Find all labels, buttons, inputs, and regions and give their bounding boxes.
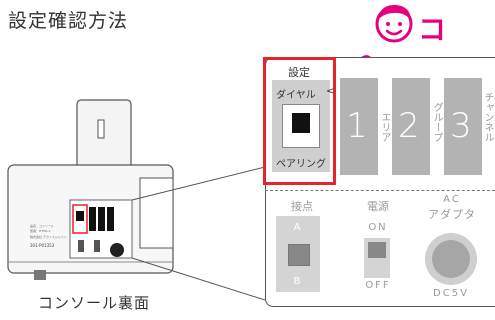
device-label-line: 型番：HTHR-1 [30, 229, 51, 233]
contact-switch[interactable]: A B [276, 216, 320, 292]
ac-adapter-label: アダプタ [428, 208, 476, 221]
dial-label-channel: チャンネル [482, 92, 493, 142]
dial-area[interactable]: 1 [340, 78, 378, 175]
switch-knob-icon [292, 113, 310, 133]
arrow-left-icon: < [326, 86, 335, 97]
dial-label-group: グループ [431, 102, 442, 142]
dial-group[interactable]: 2 [392, 78, 430, 175]
device-label-serial: 301-P01353 [30, 243, 55, 248]
power-switch[interactable] [364, 238, 390, 278]
dial-label-area: エリア [379, 112, 390, 142]
ac-jack-icon[interactable] [420, 230, 482, 288]
ac-label: AC [443, 194, 461, 205]
ac-dc-label: DC5V [433, 288, 469, 299]
device-label-line: 株式会社 テクノスジャパン [30, 235, 67, 239]
dial-label: ダイヤル [276, 90, 316, 101]
pairing-switch[interactable] [282, 104, 320, 148]
pairing-label: ペアリング [276, 159, 326, 170]
setting-label: 設定 [288, 66, 310, 79]
switch-knob-icon [368, 242, 386, 258]
switch-knob-icon [288, 244, 310, 266]
device-label-line: 品名：コンソール [30, 224, 55, 228]
caption: コンソール裏面 [38, 294, 151, 312]
power-on: ON [368, 222, 388, 233]
panel-divider [265, 190, 495, 191]
power-label: 電源 [367, 200, 389, 213]
dial-number: 3 [450, 106, 472, 146]
contact-top: A [293, 222, 303, 233]
contact-bottom: B [293, 276, 303, 287]
dial-channel[interactable]: 3 [444, 78, 482, 175]
dial-number: 2 [398, 106, 420, 146]
page-title: 設定確認方法 [8, 10, 129, 32]
contact-label: 接点 [291, 200, 313, 213]
power-off: OFF [365, 280, 391, 291]
mascot-icon [375, 4, 413, 43]
dial-number: 1 [346, 106, 368, 146]
pairing-highlight [263, 57, 336, 185]
